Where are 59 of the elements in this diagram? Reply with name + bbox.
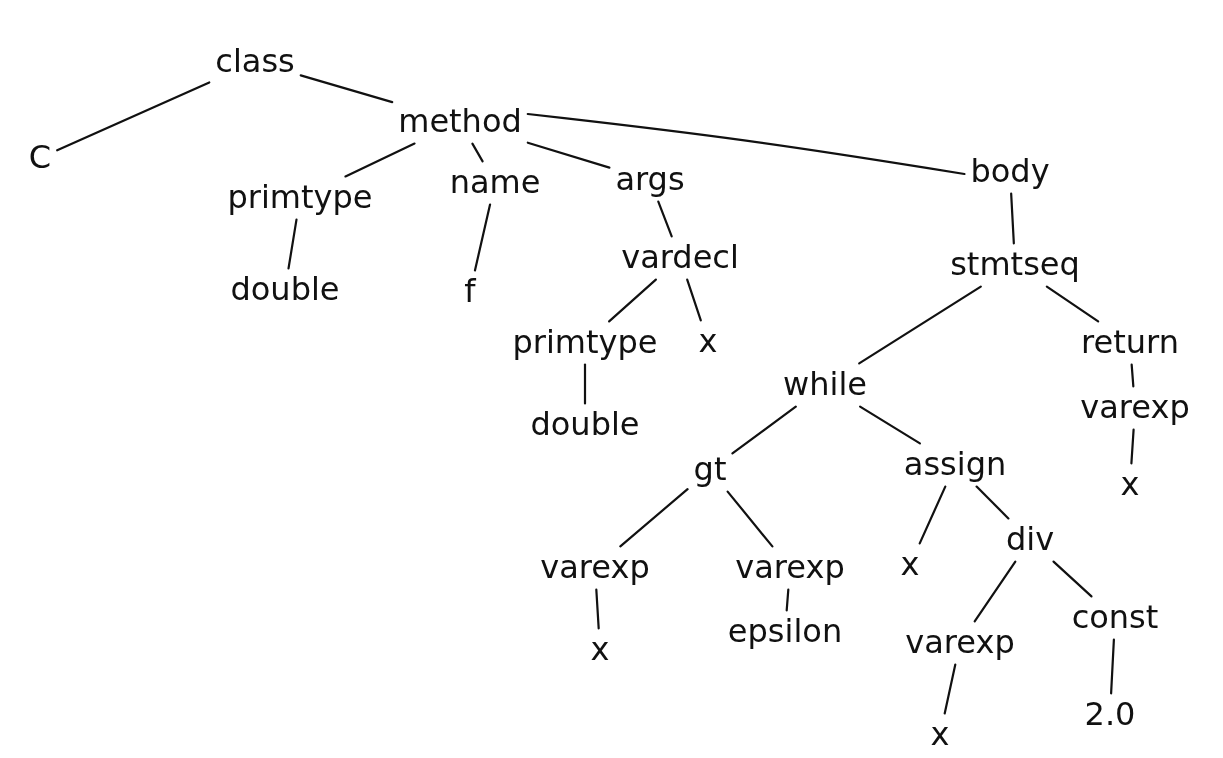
tree-node-label: double (528, 407, 642, 443)
tree-node-label: const (1069, 600, 1161, 636)
tree-node-label: double (228, 272, 342, 308)
tree-node-label: varexp (1078, 390, 1192, 426)
tree-edge (1010, 192, 1015, 245)
tree-edge (619, 488, 689, 548)
tree-node-label: varexp (538, 550, 652, 586)
tree-edge (1130, 363, 1135, 388)
tree-edge (473, 203, 492, 272)
tree-node-label: name (447, 165, 543, 201)
tree-node-label: x (928, 717, 952, 753)
tree-edge (1130, 428, 1135, 465)
tree-edge (657, 200, 673, 238)
tree-node-label: epsilon (725, 614, 845, 650)
tree-edge (918, 485, 947, 545)
tree-node-label: div (1003, 522, 1057, 558)
tree-node-label: x (588, 632, 612, 668)
tree-node-label: x (898, 547, 922, 583)
tree-node-label: body (968, 154, 1052, 190)
tree-edge (975, 485, 1010, 520)
tree-edge (973, 560, 1017, 623)
tree-node-label: assign (901, 447, 1009, 483)
tree-node-label: args (613, 162, 687, 198)
tree-edge (726, 490, 774, 548)
tree-node-label: x (1118, 467, 1142, 503)
tree-edge (943, 663, 957, 715)
tree-node-label: varexp (903, 625, 1017, 661)
tree-edge (1045, 285, 1100, 323)
tree-node-label: vardecl (619, 240, 741, 276)
tree-edge (731, 405, 797, 455)
tree-edge (299, 74, 394, 104)
tree-edge (1052, 560, 1093, 598)
tree-node-label: C (26, 140, 54, 176)
tree-edge (858, 285, 982, 365)
tree-node-label: gt (691, 452, 729, 488)
tree-edge (608, 278, 657, 323)
tree-edge (583, 363, 587, 405)
tree-edge (859, 405, 921, 445)
tree-edge (595, 588, 600, 630)
tree-edge (56, 81, 211, 152)
tree-edge (344, 142, 416, 178)
tree-node-label: while (781, 367, 869, 403)
tree-edge (471, 142, 484, 163)
tree-node-label: varexp (733, 550, 847, 586)
tree-node-label: primtype (225, 180, 375, 216)
tree-node-label: class (213, 44, 297, 80)
tree-edge (686, 278, 702, 322)
tree-edge (526, 112, 966, 176)
tree-node-label: stmtseq (948, 247, 1082, 283)
tree-edge (785, 588, 790, 612)
tree-edge (1110, 638, 1115, 695)
tree-edge (287, 218, 298, 270)
tree-node-label: f (462, 274, 478, 310)
tree-edge (526, 141, 611, 169)
tree-node-label: 2.0 (1082, 697, 1138, 733)
tree-node-label: method (396, 104, 524, 140)
tree-node-label: primtype (510, 325, 660, 361)
tree-node-label: return (1079, 325, 1181, 361)
tree-node-label: x (696, 324, 720, 360)
